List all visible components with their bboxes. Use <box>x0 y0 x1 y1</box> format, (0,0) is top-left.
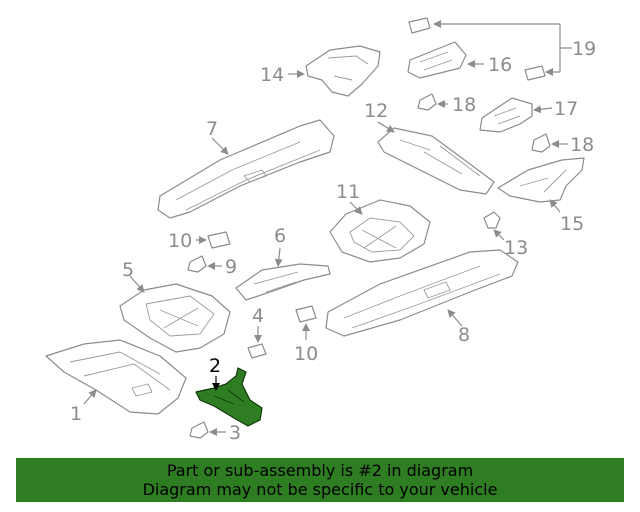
part-10-clip-lower <box>295 305 317 340</box>
callout-14: 14 <box>260 64 284 86</box>
callout-13: 13 <box>504 237 528 259</box>
part-16 <box>407 41 484 79</box>
part-15 <box>497 157 585 213</box>
notice-line-part: Part or sub-assembly is #2 in diagram <box>166 461 474 480</box>
callout-7: 7 <box>206 118 218 140</box>
part-18-bolt-upper <box>417 93 448 111</box>
part-9 <box>187 255 222 273</box>
part-4 <box>247 326 267 359</box>
callout-18-lower: 18 <box>570 134 594 156</box>
part-12 <box>377 121 495 195</box>
callout-8: 8 <box>458 324 470 346</box>
part-7 <box>157 119 335 219</box>
callout-19: 19 <box>572 38 596 60</box>
part-19-clip-lower <box>524 65 546 81</box>
part-1 <box>45 339 187 415</box>
callout-1: 1 <box>70 403 82 425</box>
part-5 <box>119 275 231 353</box>
notice-banner: Part or sub-assembly is #2 in diagram Di… <box>16 458 624 502</box>
part-18-bolt-lower <box>531 133 568 153</box>
part-2 <box>195 367 263 427</box>
callout-10-upper: 10 <box>168 230 192 252</box>
notice-line-disclaimer: Diagram may not be specific to your vehi… <box>142 480 498 499</box>
part-13 <box>483 211 505 241</box>
part-8 <box>325 249 519 337</box>
callout-18-upper: 18 <box>452 94 476 116</box>
callout-16: 16 <box>488 54 512 76</box>
callout-6: 6 <box>274 225 286 247</box>
callout-11: 11 <box>336 181 360 203</box>
part-11 <box>329 199 431 263</box>
part-19-clip-upper <box>408 17 431 34</box>
part-19-group <box>408 17 572 81</box>
part-14 <box>288 45 381 97</box>
part-3 <box>189 421 226 439</box>
callout-4: 4 <box>252 305 264 327</box>
callout-5: 5 <box>122 259 134 281</box>
callout-17: 17 <box>554 98 578 120</box>
callout-10-lower: 10 <box>294 343 318 365</box>
callout-9: 9 <box>225 256 237 278</box>
part-17 <box>479 97 553 133</box>
part-10-clip-upper <box>196 231 231 249</box>
callout-3: 3 <box>229 422 241 444</box>
callout-15: 15 <box>560 213 584 235</box>
part-6 <box>235 247 331 301</box>
callout-12: 12 <box>364 100 388 122</box>
callout-2: 2 <box>209 355 221 377</box>
